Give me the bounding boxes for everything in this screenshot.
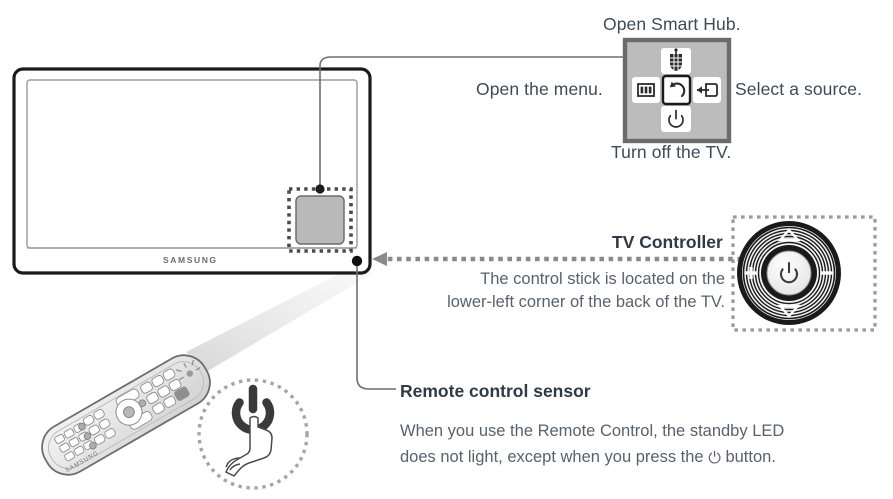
hand-pressing-power-button [197,378,309,490]
remote-sensor-body-line-2-pre: does not light, except when you press th… [400,448,704,466]
power-icon: ⏻ [708,450,721,467]
panel-button-smart-hub[interactable] [661,48,691,74]
heading-remote-control-sensor: Remote control sensor [400,381,591,401]
tv-controller-body-line-2: lower-left corner of the back of the TV. [447,293,725,311]
tv-illustration [12,67,372,275]
knob-plus-icon [745,267,757,279]
label-open-smart-hub: Open Smart Hub. [603,14,741,34]
knob-power-icon [779,261,799,284]
knob-down-arrow-icon [777,304,801,318]
remote-sensor-body-line-2-post: button. [725,448,776,466]
panel-button-power[interactable] [661,106,691,132]
callout-line-sensor [356,266,396,390]
panel-button-return[interactable] [661,74,692,106]
remote-sensor-body-line-2: does not light, except when you press th… [400,446,870,469]
label-select-a-source: Select a source. [735,79,863,99]
tv-brand-logo: SAMSUNG [163,255,218,265]
tv-controller-knob [731,215,877,332]
remote-sensor-body-line-1: When you use the Remote Control, the sta… [400,422,785,440]
controller-button-panel [622,37,732,144]
remote-control-sensor-dot [351,255,363,267]
knob-up-arrow-icon [777,228,801,242]
dotted-pointer-arrow [372,252,742,266]
panel-button-menu[interactable] [632,77,660,103]
hand-icon [224,415,273,477]
callout-line-controller [315,56,625,194]
ir-beam [186,262,372,372]
tv-controller-zone [287,187,353,253]
label-turn-off-the-tv: Turn off the TV. [611,142,732,162]
tv-controller-body-line-1: The control stick is located on the [480,270,725,288]
label-open-the-menu: Open the menu. [476,79,603,99]
remote-control-illustration: SAMSUNG [41,354,211,476]
heading-tv-controller: TV Controller [612,232,723,252]
panel-button-source[interactable] [693,77,721,103]
